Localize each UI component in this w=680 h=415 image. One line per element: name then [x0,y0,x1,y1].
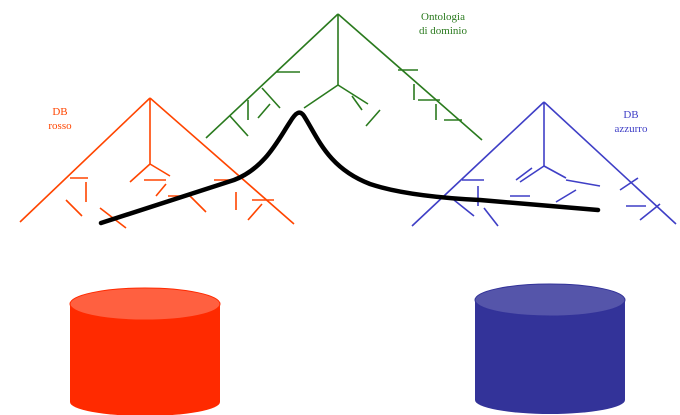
red-db-label-line1: DB [52,106,68,118]
mapping-path [98,110,601,226]
blue-db-tree [411,101,677,227]
blue-db-body [475,300,625,414]
ontology-label: Ontologia di dominio [403,10,483,38]
red-db-label-line2: rosso [48,120,72,132]
green-ontology-tree [205,13,483,141]
red-db-top [69,287,221,321]
red-db-label: DB rosso [40,105,80,133]
blue-db-label-line1: DB [623,109,639,121]
ontology-label-line1: Ontologia [421,11,465,23]
blue-db-label-line2: azzurro [614,123,648,135]
blue-db-label: DB azzurro [596,108,666,136]
ontology-label-line2: di dominio [419,25,467,37]
red-db-body [70,304,220,415]
blue-database-icon [474,283,626,414]
red-database-icon [69,287,221,415]
blue-db-top [474,283,626,317]
